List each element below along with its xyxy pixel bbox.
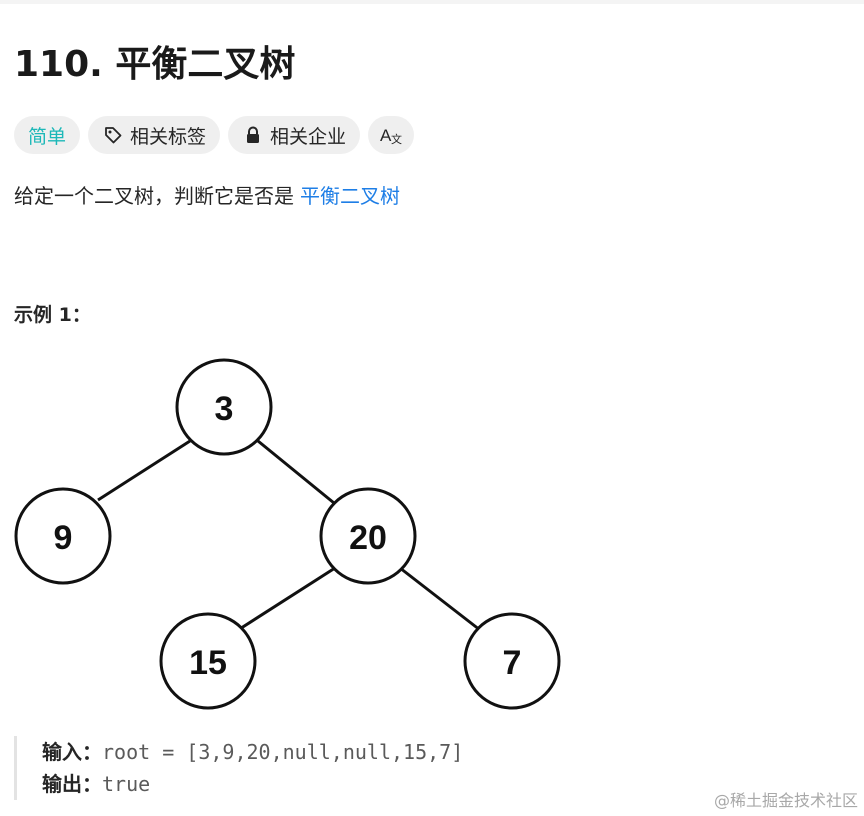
example-heading: 示例 1：: [14, 304, 91, 326]
binary-tree-diagram: 3 9 20 15 7: [14, 358, 561, 710]
lock-icon: [242, 124, 264, 146]
top-divider: [0, 0, 864, 4]
description-text: 给定一个二叉树，判断它是否是: [14, 184, 294, 208]
watermark: @稀土掘金技术社区: [713, 791, 858, 810]
related-companies-label: 相关企业: [270, 125, 347, 148]
input-value: root = [3,9,20,null,null,15,7]: [102, 740, 464, 764]
translate-icon: A 文: [379, 124, 403, 146]
input-label: 输入：: [42, 740, 102, 764]
output-value: true: [102, 772, 151, 796]
input-line: 输入：root = [3,9,20,null,null,15,7]: [42, 736, 614, 768]
tag-row: 简单 相关标签 相关企业 A 文: [14, 116, 415, 154]
tree-edge: [97, 439, 191, 502]
svg-text:A: A: [380, 126, 392, 145]
tree-node-label: 15: [189, 644, 227, 682]
problem-description: 给定一个二叉树，判断它是否是平衡二叉树: [14, 181, 400, 211]
tree-edge: [234, 566, 336, 634]
tree-node-20: [319, 487, 417, 585]
output-label: 输出：: [42, 772, 102, 796]
tree-node-label: 7: [503, 644, 522, 682]
tree-node-label: 3: [215, 390, 234, 428]
balanced-tree-link[interactable]: 平衡二叉树: [300, 184, 400, 208]
example-io-block: 输入：root = [3,9,20,null,null,15,7] 输出：tru…: [14, 736, 614, 800]
translate-button[interactable]: A 文: [368, 116, 415, 154]
tree-edge: [257, 439, 335, 505]
tree-edge: [399, 566, 481, 632]
related-topics-button[interactable]: 相关标签: [88, 116, 221, 154]
tree-node-3: [175, 358, 273, 456]
page-title: 110. 平衡二叉树: [14, 44, 296, 85]
related-companies-button[interactable]: 相关企业: [228, 116, 361, 154]
svg-text:文: 文: [391, 132, 402, 146]
output-line: 输出：true: [42, 768, 614, 800]
tag-icon: [102, 124, 124, 146]
difficulty-label: 简单: [28, 125, 67, 148]
tree-node-15: [159, 612, 257, 710]
tree-node-9: [14, 487, 112, 585]
tree-node-label: 20: [349, 519, 387, 557]
tree-node-7: [463, 612, 561, 710]
related-topics-label: 相关标签: [130, 125, 207, 148]
difficulty-badge[interactable]: 简单: [14, 116, 81, 154]
tree-node-label: 9: [54, 519, 73, 557]
